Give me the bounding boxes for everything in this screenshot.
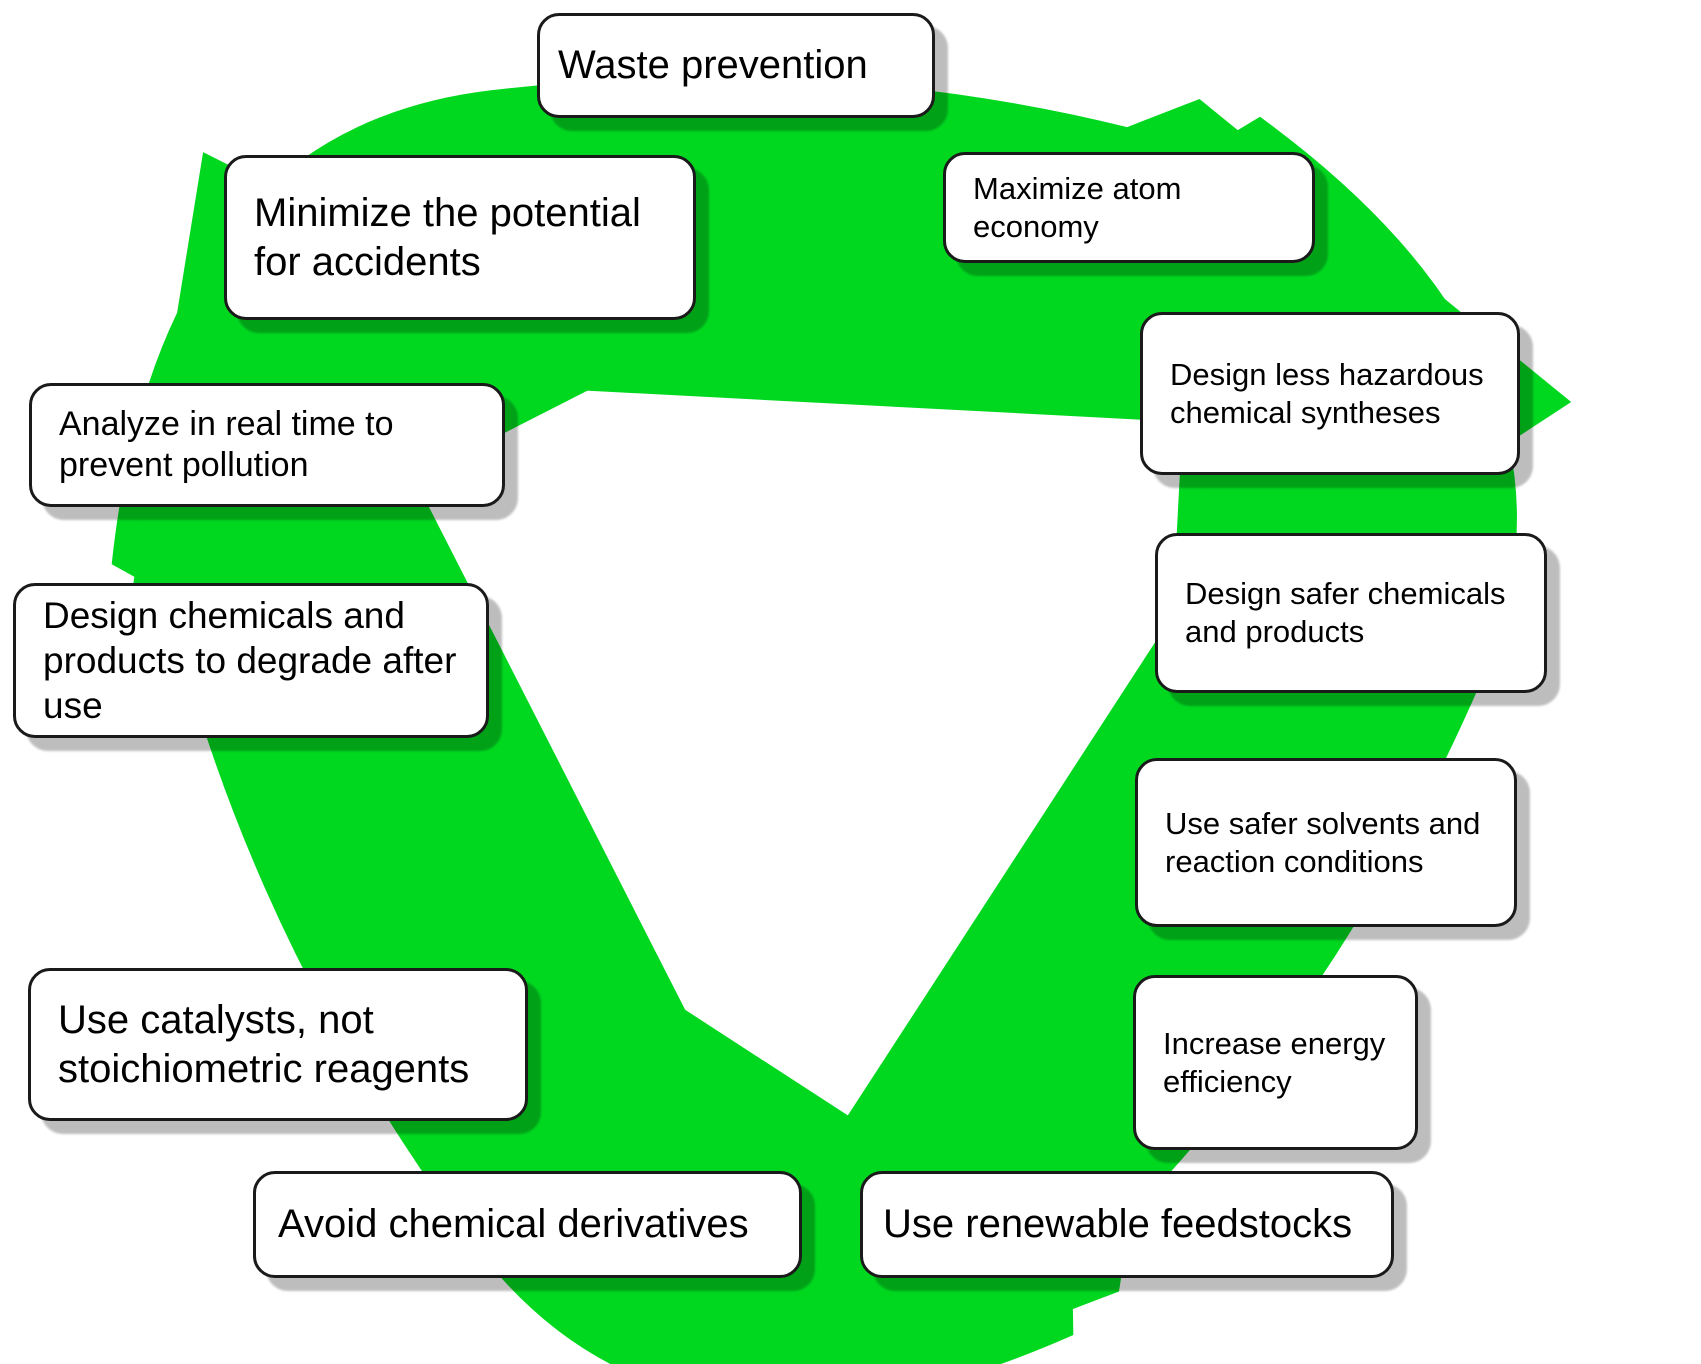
principle-label: Maximize atom economy xyxy=(973,170,1182,244)
principle-label: Minimize the potential for accidents xyxy=(254,190,641,284)
principle-box-maximize-atom-economy: Maximize atom economy xyxy=(943,152,1315,263)
principle-label: Design safer chemicals and products xyxy=(1185,576,1506,649)
principle-label: Use catalysts, not stoichiometric reagen… xyxy=(58,997,470,1091)
principle-label: Avoid chemical derivatives xyxy=(278,1202,749,1247)
principle-box-energy-efficiency: Increase energy efficiency xyxy=(1133,975,1418,1150)
principle-box-safer-solvents: Use safer solvents and reaction conditio… xyxy=(1135,758,1517,927)
principle-box-use-catalysts: Use catalysts, not stoichiometric reagen… xyxy=(28,968,528,1121)
principle-label: Use renewable feedstocks xyxy=(883,1202,1353,1247)
principle-label: Design less hazardous chemical syntheses xyxy=(1170,356,1484,430)
principle-box-real-time-analysis: Analyze in real time to prevent pollutio… xyxy=(29,383,505,507)
principle-box-safer-chemicals: Design safer chemicals and products xyxy=(1155,533,1547,693)
principle-box-minimize-accidents: Minimize the potential for accidents xyxy=(224,155,696,320)
principle-label: Analyze in real time to prevent pollutio… xyxy=(59,404,394,484)
principle-label: Design chemicals and products to degrade… xyxy=(43,594,457,727)
principle-label: Increase energy efficiency xyxy=(1163,1025,1386,1099)
principle-label: Waste prevention xyxy=(558,43,868,88)
principle-box-renewable-feedstocks: Use renewable feedstocks xyxy=(860,1171,1394,1278)
principle-label: Use safer solvents and reaction conditio… xyxy=(1165,805,1481,879)
principle-box-avoid-derivatives: Avoid chemical derivatives xyxy=(253,1171,802,1278)
principle-box-waste-prevention: Waste prevention xyxy=(537,13,935,118)
principle-box-degrade-after-use: Design chemicals and products to degrade… xyxy=(13,583,489,738)
principle-box-less-hazardous-syntheses: Design less hazardous chemical syntheses xyxy=(1140,312,1520,475)
